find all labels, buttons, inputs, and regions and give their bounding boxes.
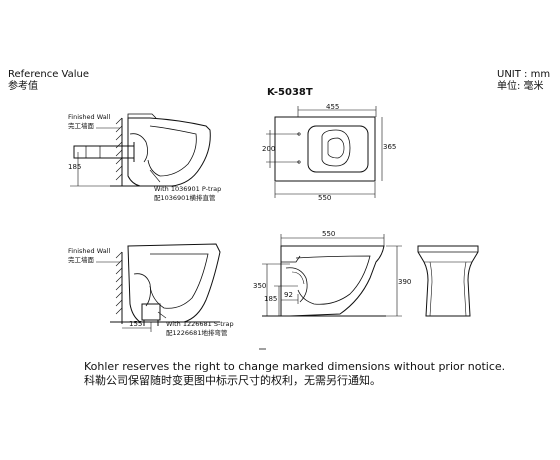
front-view-drawing bbox=[418, 246, 478, 316]
dimension-455: 455 bbox=[326, 103, 340, 111]
dimension-155: 155 bbox=[129, 320, 143, 328]
dimension-550: 550 bbox=[318, 194, 332, 202]
dimension-200: 200 bbox=[262, 145, 276, 153]
unit-label-cn: 单位: 毫米 bbox=[497, 81, 544, 92]
ptrap-label: With 1036901 P-trap bbox=[154, 185, 222, 193]
finished-wall-label: Finished Wall bbox=[68, 113, 111, 121]
dimension-550: 550 bbox=[322, 230, 336, 238]
reference-label-cn: 参考值 bbox=[8, 81, 38, 92]
top-view-drawing bbox=[266, 106, 382, 198]
ptrap-label-cn: 配1036901横排直管 bbox=[154, 194, 216, 202]
wall-hatching bbox=[116, 118, 122, 180]
dimension-185: 185 bbox=[264, 295, 278, 303]
finished-wall-label-cn: 完工墙面 bbox=[68, 122, 94, 130]
dimension-92: 92 bbox=[284, 291, 293, 299]
strap-label-cn: 配1226681地排弯管 bbox=[166, 329, 228, 337]
finished-wall-label-cn: 完工墙面 bbox=[68, 256, 94, 264]
model-number: K-5038T bbox=[267, 87, 313, 98]
dimension-390: 390 bbox=[398, 278, 412, 286]
side-view-ptrap-drawing bbox=[70, 114, 210, 186]
reference-label: Reference Value bbox=[8, 69, 89, 80]
dimension-350: 350 bbox=[253, 282, 267, 290]
side-view-strap-drawing bbox=[96, 244, 220, 332]
disclaimer-notice: Kohler reserves the right to change mark… bbox=[84, 360, 506, 373]
disclaimer-notice-cn: 科勒公司保留随时变更图中标示尺寸的权利，无需另行通知。 bbox=[84, 374, 381, 387]
strap-label: With 1226681 S-trap bbox=[166, 320, 234, 328]
finished-wall-label: Finished Wall bbox=[68, 247, 111, 255]
dimension-185: 185 bbox=[68, 163, 82, 171]
wall-hatching bbox=[116, 252, 122, 314]
side-section-drawing bbox=[262, 234, 402, 316]
unit-label: UNIT : mm bbox=[497, 69, 551, 80]
dimension-365: 365 bbox=[383, 143, 397, 151]
